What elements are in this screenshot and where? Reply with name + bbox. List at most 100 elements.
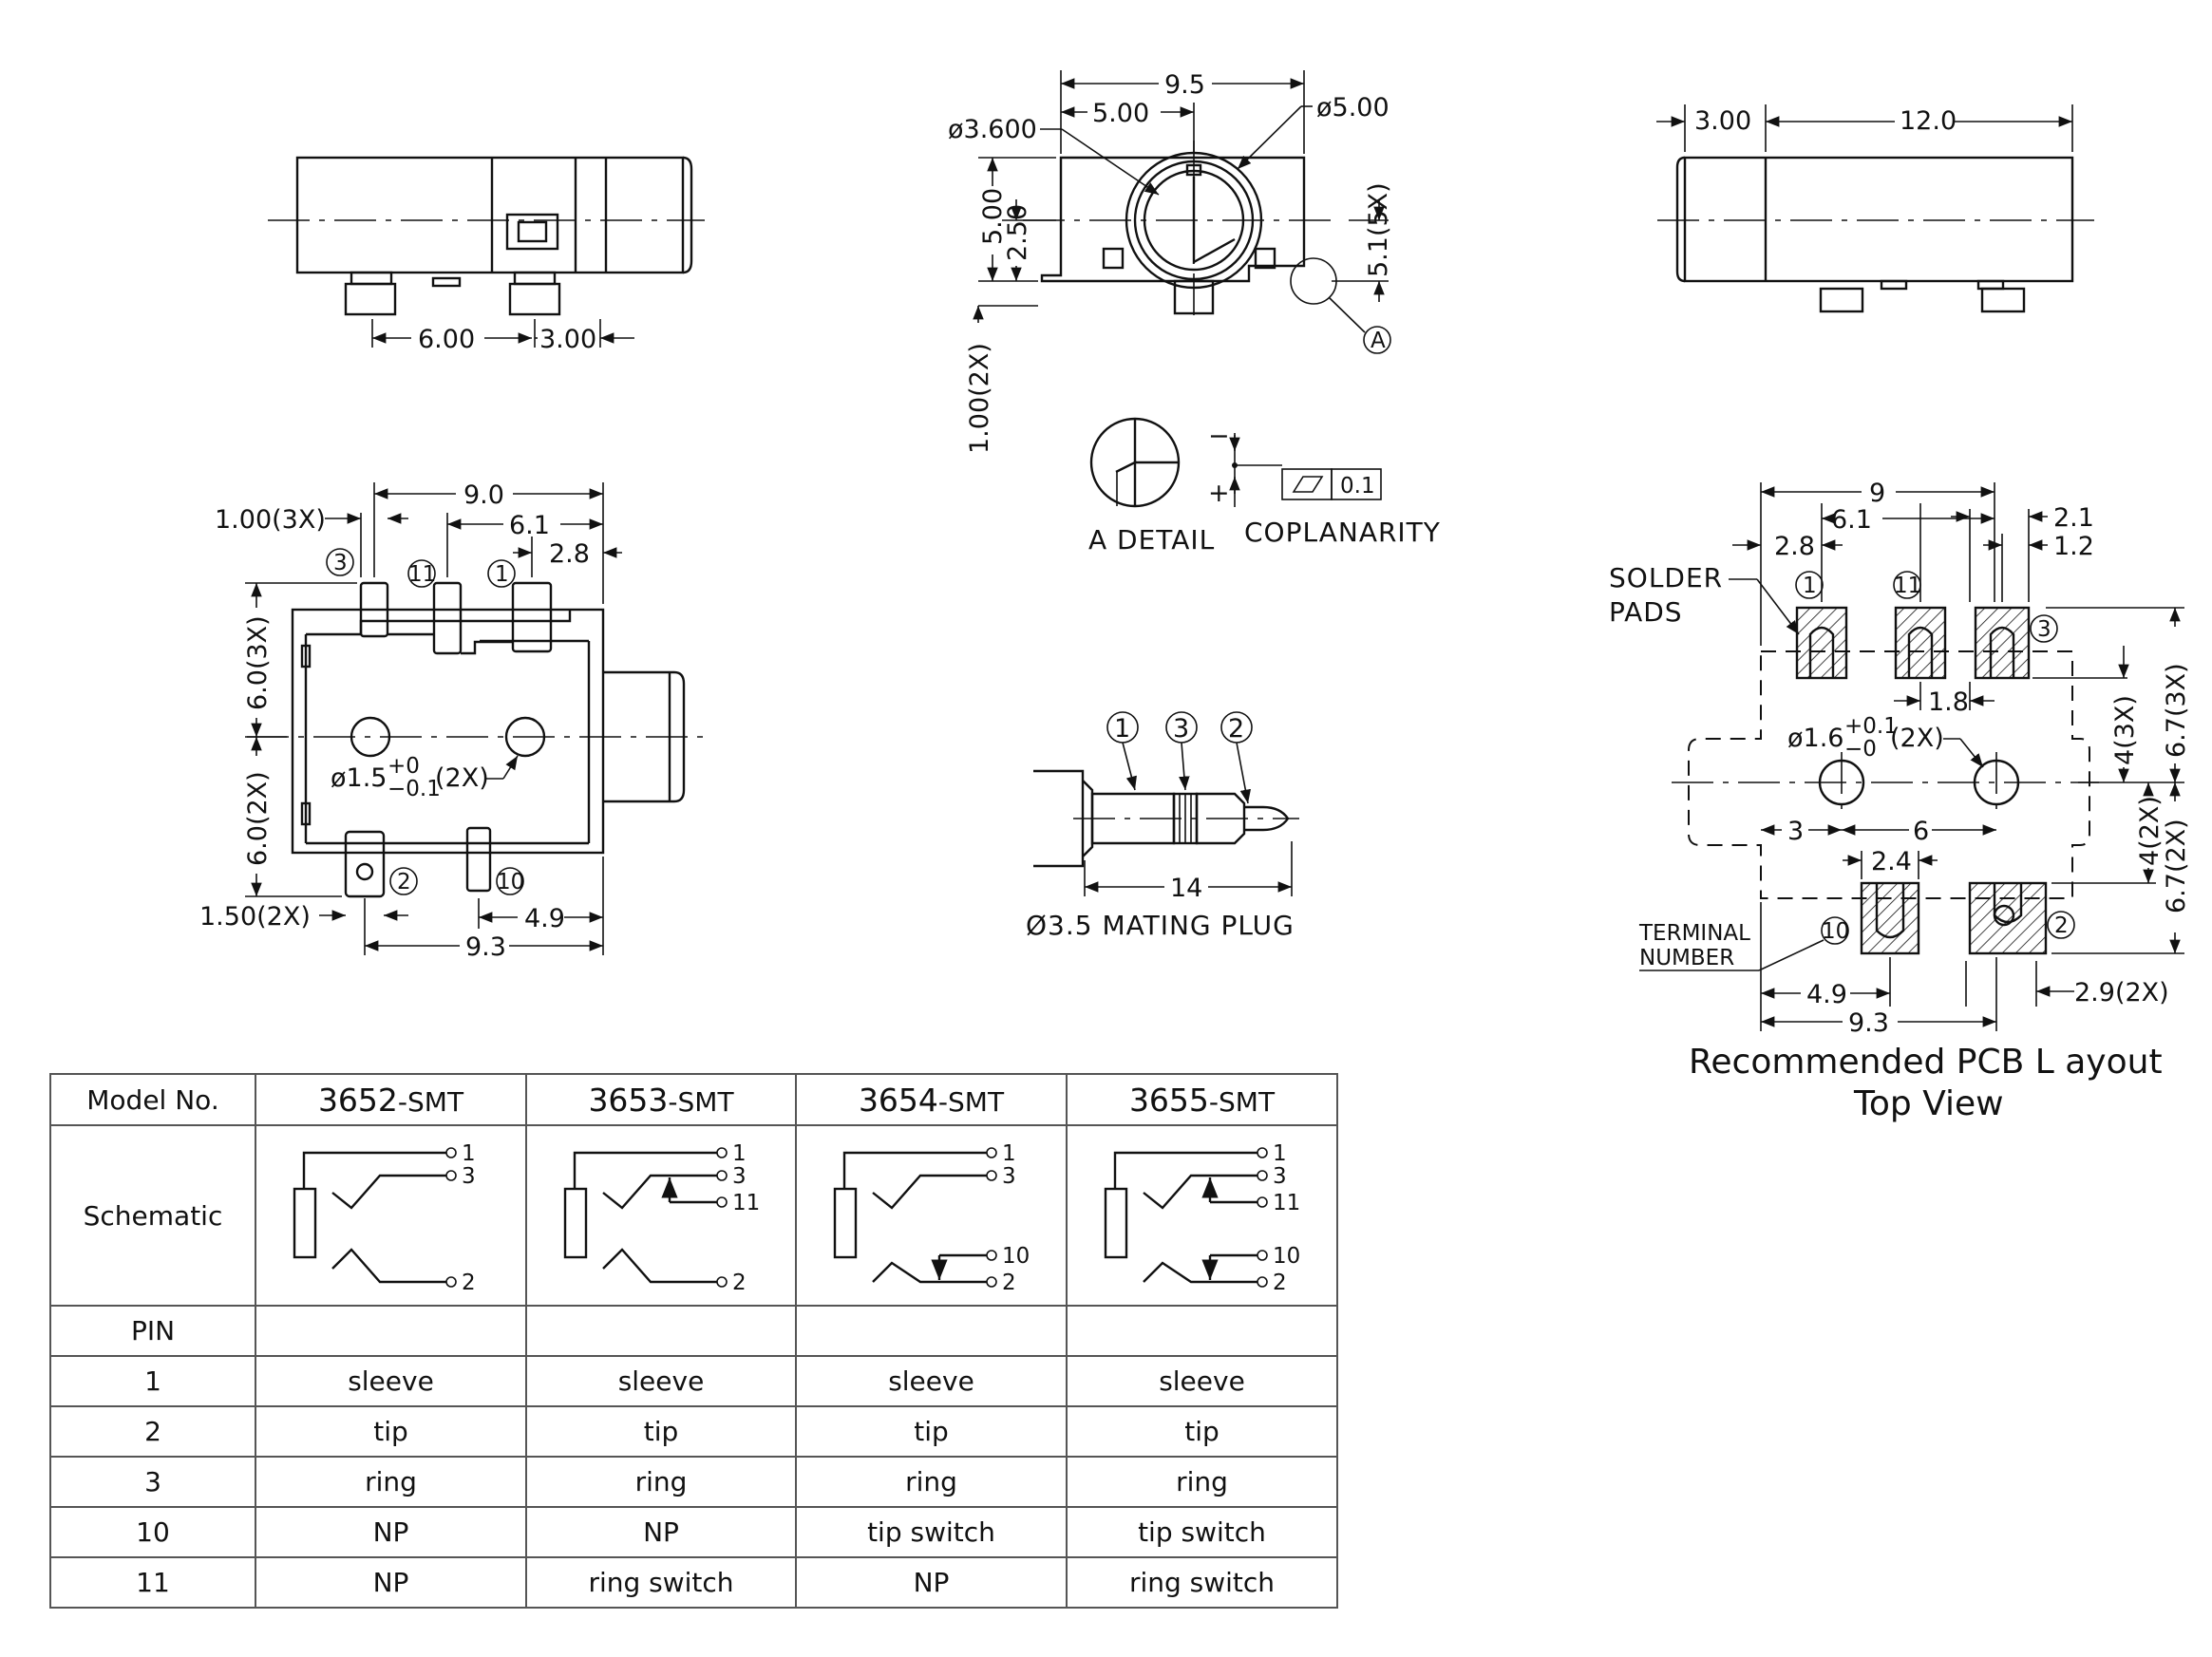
plug-caption: Ø3.5 MATING PLUG: [1026, 910, 1295, 941]
terminal-label-1: TERMINAL: [1638, 921, 1750, 946]
model-number: 3653: [588, 1081, 669, 1119]
model-no-label: Model No.: [49, 1073, 256, 1126]
detail-plus: +: [1208, 479, 1230, 508]
schematic-pin: 1: [462, 1141, 476, 1166]
table-cell: tip: [255, 1405, 527, 1458]
table-cell: [795, 1305, 1068, 1357]
schematic-pin: 3: [462, 1164, 476, 1189]
solder-label-2: PADS: [1609, 596, 1683, 628]
side-view: 3.00 12.0: [1656, 104, 2094, 313]
table-cell: NP: [795, 1556, 1068, 1609]
plug-terminal-2: 2: [1228, 714, 1244, 744]
table-row: 2 tip tip tip tip: [49, 1405, 1338, 1458]
pcb-hole-prefix: ø1.6: [1787, 724, 1843, 753]
table-cell: tip switch: [1066, 1506, 1338, 1558]
schematic-pin: 2: [1002, 1271, 1016, 1295]
pcb-dim-6: 6: [1913, 817, 1929, 846]
pcb-dim-2-8: 2.8: [1774, 532, 1815, 561]
table-header-row: Model No. 3652-SMT 3653-SMT 3654-SMT 365…: [49, 1073, 1338, 1126]
pcb-hole-tol-up: +0.1: [1844, 714, 1898, 739]
pcb-dim-9-3: 9.3: [1848, 1008, 1889, 1038]
model-suffix: -SMT: [397, 1085, 464, 1118]
schematic-diagram: 1 3 10 2: [833, 1141, 1030, 1295]
pcb-dim-1-2: 1.2: [2053, 532, 2094, 561]
model-number: 3652: [317, 1081, 398, 1119]
schematic-pin: 3: [1273, 1164, 1287, 1189]
schematic-pin: 2: [732, 1271, 747, 1295]
coplanarity-label: COPLANARITY: [1244, 517, 1441, 548]
table-cell: ring: [1066, 1456, 1338, 1508]
end-dim-9-5: 9.5: [1164, 70, 1205, 100]
pcb-dim-2-4: 2.4: [1871, 847, 1912, 876]
front-dim-3: 3.00: [539, 325, 596, 354]
mating-plug: 1 3 2 14 Ø3.5 MATING PLUG: [1026, 711, 1299, 941]
bottom-dim-6-0-3x: 6.0(3X): [243, 615, 273, 710]
end-dim-1-00: 1.00(2X): [965, 343, 994, 454]
bottom-hole-tol-up: +0: [388, 754, 420, 779]
pcb-layout: 9 6.1 2.1 2.8 1.2 SOLDER PADS 1 11 3: [1609, 479, 2191, 1123]
bottom-dim-9: 9.0: [463, 480, 504, 510]
schematic-pin: 1: [1002, 1141, 1016, 1166]
table-cell: ring: [255, 1456, 527, 1508]
schematic-pin: 10: [1002, 1244, 1030, 1269]
table-cell: tip: [525, 1405, 797, 1458]
bottom-terminal-11: 11: [408, 562, 436, 587]
table-cell: tip: [795, 1405, 1068, 1458]
pcb-dim-6-1: 6.1: [1831, 505, 1872, 535]
pcb-hole-tol-dn: −0: [1844, 737, 1877, 762]
schematic-3654: 1 3 10 2: [795, 1124, 1068, 1307]
end-dim-dia-5: ø5.00: [1316, 93, 1390, 122]
detail-ref-a: A: [1371, 329, 1386, 353]
pcb-dim-2-1: 2.1: [2053, 503, 2094, 533]
model-table: Model No. 3652-SMT 3653-SMT 3654-SMT 365…: [49, 1073, 1338, 1609]
schematic-3655: 1 3 11 10 2: [1066, 1124, 1338, 1307]
table-row: 3 ring ring ring ring: [49, 1456, 1338, 1508]
end-dim-5-vert: 5.00: [978, 188, 1008, 245]
table-cell: tip switch: [795, 1506, 1068, 1558]
bottom-terminal-3: 3: [333, 551, 348, 575]
solder-label-1: SOLDER: [1609, 562, 1723, 593]
schematic-3652: 1 3 2: [255, 1124, 527, 1307]
model-suffix: -SMT: [1208, 1085, 1276, 1118]
schematic-diagram: 1 3 2: [293, 1141, 476, 1295]
pcb-terminal-1: 1: [1803, 574, 1817, 598]
bottom-dim-9-3: 9.3: [465, 932, 506, 962]
table-cell: sleeve: [795, 1355, 1068, 1407]
model-number: 3654: [858, 1081, 938, 1119]
detail-label: A DETAIL: [1088, 524, 1215, 555]
bottom-hole-tol-dn: −0.1: [388, 777, 441, 801]
bottom-hole-prefix: ø1.5: [331, 763, 387, 793]
pin-label: PIN: [49, 1305, 256, 1357]
side-dim-3: 3.00: [1694, 106, 1751, 136]
schematic-pin: 3: [1002, 1164, 1016, 1189]
pcb-dim-2-9: 2.9(2X): [2074, 978, 2169, 1007]
pin-number: 2: [49, 1405, 256, 1458]
schematic-pin: 3: [732, 1164, 747, 1189]
bottom-dim-4-9: 4.9: [524, 904, 565, 933]
pcb-terminal-11: 11: [1894, 574, 1921, 598]
bottom-terminal-2: 2: [397, 870, 411, 894]
pcb-terminal-2: 2: [2054, 913, 2069, 938]
bottom-dim-6-0-2x: 6.0(2X): [243, 771, 273, 866]
model-cell-3654: 3654-SMT: [795, 1073, 1068, 1126]
pin-number: 3: [49, 1456, 256, 1508]
table-cell: ring: [525, 1456, 797, 1508]
pcb-terminal-3: 3: [2037, 617, 2051, 642]
pin-number: 10: [49, 1506, 256, 1558]
model-suffix: -SMT: [937, 1085, 1005, 1118]
bottom-dim-6-1: 6.1: [509, 511, 550, 540]
table-row: 1 sleeve sleeve sleeve sleeve: [49, 1355, 1338, 1407]
pin-number: 11: [49, 1556, 256, 1609]
table-cell: [255, 1305, 527, 1357]
model-cell-3652: 3652-SMT: [255, 1073, 527, 1126]
detail-a: − + 0.1 A DETAIL COPLANARITY: [1088, 417, 1441, 555]
table-cell: ring: [795, 1456, 1068, 1508]
terminal-label-2: NUMBER: [1639, 946, 1734, 970]
bottom-view: 3 11 1 2 10 9.0 1.00(3X) 6.1 2.8 6.0(3X): [199, 480, 703, 962]
detail-minus: −: [1208, 422, 1230, 451]
schematic-3653: 1 3 11 2: [525, 1124, 797, 1307]
bottom-dim-1-50: 1.50(2X): [199, 902, 311, 932]
schematic-label: Schematic: [49, 1124, 256, 1307]
pcb-subtitle: Top View: [1853, 1084, 2004, 1123]
